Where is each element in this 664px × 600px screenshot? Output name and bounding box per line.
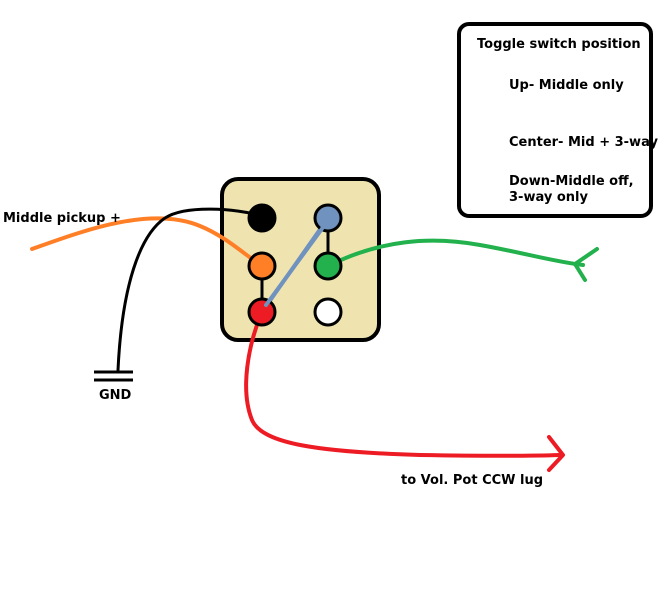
vol-pot-label: to Vol. Pot CCW lug xyxy=(401,473,544,488)
vol-pot-arrowhead xyxy=(547,435,565,472)
legend-title: Toggle switch position xyxy=(477,37,641,52)
legend-up-position: Up- Middle only xyxy=(509,78,624,93)
blue-jumper-wire-overlay xyxy=(264,224,326,307)
ground-wire xyxy=(116,207,264,372)
lug-green xyxy=(313,251,343,281)
legend-box xyxy=(457,22,653,218)
legend-center-position: Center- Mid + 3-way xyxy=(509,135,658,150)
middle-pickup-wire xyxy=(30,216,264,268)
lug-black xyxy=(247,203,277,233)
three-way-wire-end xyxy=(573,247,599,282)
lug-orange xyxy=(247,251,277,281)
three-way-wire xyxy=(326,238,585,268)
ground-label: GND xyxy=(99,388,132,403)
legend-down-position: Down-Middle off, 3-way only xyxy=(509,174,634,205)
lug-blue xyxy=(313,203,343,233)
lug-white xyxy=(313,297,343,327)
lug-red xyxy=(247,297,277,327)
vol-pot-wire xyxy=(244,310,562,458)
middle-pickup-label: Middle pickup + xyxy=(3,211,121,226)
